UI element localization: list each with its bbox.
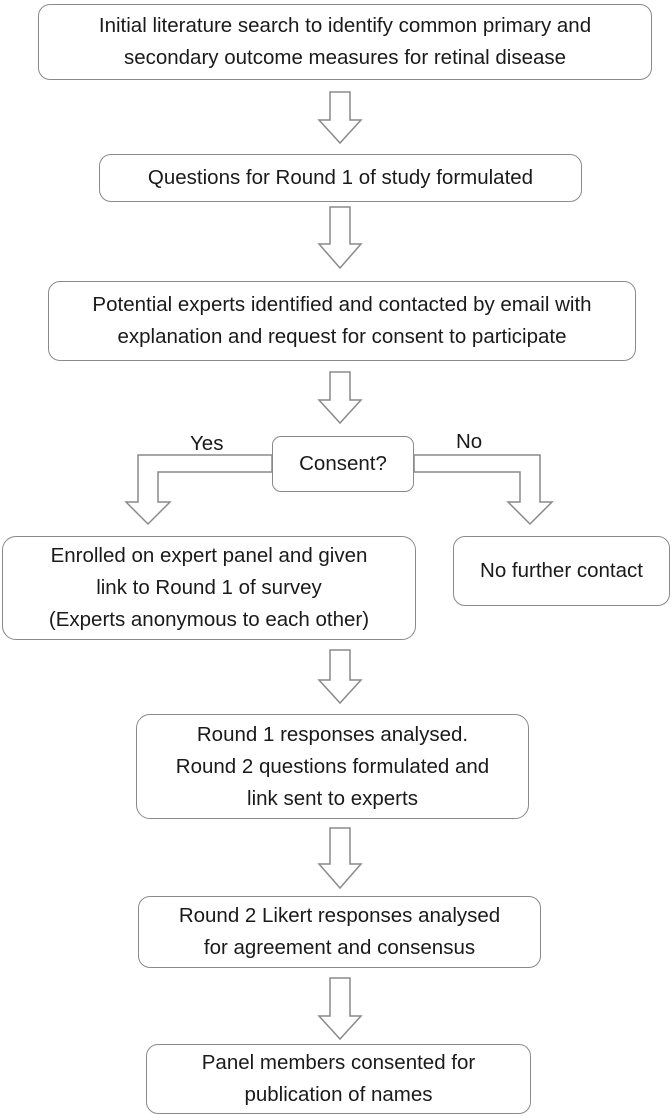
step-text-line: Initial literature search to identify co… (98, 14, 592, 37)
step-text-line: (Experts anonymous to each other) (48, 608, 370, 631)
step-text-line: Questions for Round 1 of study formulate… (147, 166, 534, 189)
down-arrow-2 (317, 206, 363, 270)
step-text-line: No further contact (480, 559, 643, 582)
step-text-line: for agreement and consensus (203, 936, 476, 959)
decision-text: Consent? (299, 452, 387, 475)
step-enrolled: Enrolled on expert panel and given link … (2, 536, 416, 640)
down-arrow-6 (317, 977, 363, 1041)
step-text-line: Panel members consented for (201, 1051, 476, 1074)
down-arrow-1 (317, 91, 363, 145)
step-round2-analysed: Round 2 Likert responses analysed for ag… (138, 896, 541, 968)
step-text-line: explanation and request for consent to p… (117, 325, 567, 348)
step-text-line: publication of names (244, 1083, 433, 1106)
no-branch-arrow (413, 454, 554, 526)
step-text-line: link sent to experts (247, 786, 418, 810)
down-arrow-3 (317, 371, 363, 425)
no-branch-label: No (456, 430, 483, 453)
step-round1-analysed: Round 1 responses analysed. Round 2 ques… (136, 714, 529, 819)
step-text-line: link to Round 1 of survey (96, 576, 322, 599)
consent-decision: Consent? (272, 436, 414, 492)
step-text-line: Round 2 Likert responses analysed (178, 904, 501, 927)
step-text-line: Round 2 questions formulated and (175, 754, 490, 778)
step-text-line: Potential experts identified and contact… (92, 293, 592, 316)
step-literature-search: Initial literature search to identify co… (38, 4, 652, 80)
step-round1-questions: Questions for Round 1 of study formulate… (99, 154, 582, 202)
step-publication: Panel members consented for publication … (146, 1044, 531, 1114)
yes-branch-label: Yes (190, 432, 224, 455)
step-text-line: secondary outcome measures for retinal d… (123, 46, 567, 69)
down-arrow-4 (317, 649, 363, 705)
step-no-contact: No further contact (453, 536, 670, 606)
yes-branch-arrow (124, 454, 273, 526)
step-text-line: Round 1 responses analysed. (196, 722, 469, 746)
step-text-line: Enrolled on expert panel and given (50, 544, 368, 567)
step-experts-contacted: Potential experts identified and contact… (48, 281, 636, 361)
down-arrow-5 (317, 827, 363, 890)
